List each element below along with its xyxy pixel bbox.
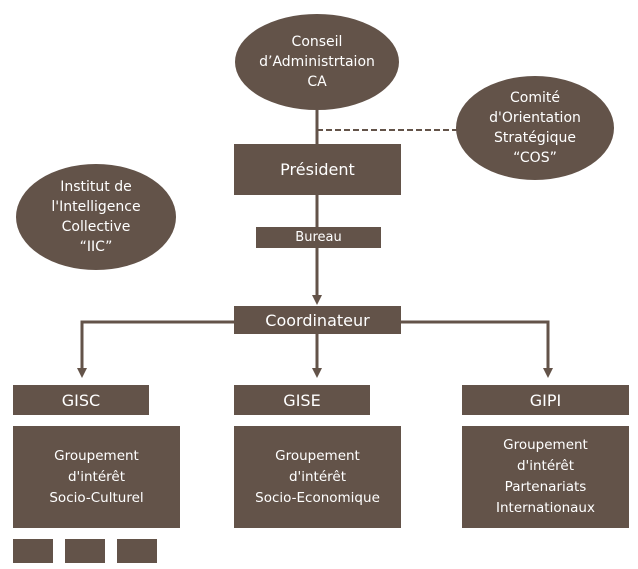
decorative-square-2 — [65, 539, 105, 563]
node-gisc-description: Groupement d'intérêt Socio-Culturel — [13, 426, 180, 528]
iic-line-4: “IIC” — [79, 239, 113, 255]
bureau-label: Bureau — [295, 230, 342, 245]
cos-line-4: “COS” — [513, 150, 557, 166]
node-conseil-administration: Conseil d’Administrtaion CA — [235, 14, 399, 110]
node-institut-intelligence: Institut de l'Intelligence Collective “I… — [16, 164, 176, 270]
connector-coordinateur-gipi — [401, 320, 553, 378]
gisc-desc-line-3: Socio-Culturel — [49, 489, 144, 506]
ca-line-2: d’Administrtaion — [259, 54, 375, 70]
gise-desc-line-3: Socio-Economique — [255, 489, 380, 506]
gipi-desc-line-3: Partenariats — [504, 479, 587, 495]
node-gipi-header: GIPI — [462, 385, 629, 415]
cos-line-3: Stratégique — [494, 130, 576, 146]
ca-line-1: Conseil — [291, 34, 343, 50]
node-gisc-header: GISC — [13, 385, 149, 415]
gipi-desc-line-2: d'intérêt — [516, 458, 575, 474]
node-gise-header: GISE — [234, 385, 370, 415]
cos-line-1: Comité — [510, 90, 560, 106]
gise-label: GISE — [283, 390, 321, 410]
node-president: Président — [234, 144, 401, 195]
gise-desc-line-2: d'intérêt — [288, 468, 347, 485]
president-label: Président — [280, 160, 355, 179]
decorative-square-3 — [117, 539, 157, 563]
decorative-square-1 — [13, 539, 53, 563]
node-gipi-description: Groupement d'intérêt Partenariats Intern… — [462, 426, 629, 528]
gipi-label: GIPI — [529, 390, 562, 410]
gise-desc-line-1: Groupement — [275, 447, 360, 464]
node-gise-description: Groupement d'intérêt Socio-Economique — [234, 426, 401, 528]
cos-line-2: d'Orientation — [489, 110, 581, 126]
ca-line-3: CA — [307, 74, 327, 90]
iic-line-3: Collective — [61, 219, 131, 235]
connector-coordinateur-gisc — [77, 320, 234, 378]
gisc-label: GISC — [61, 390, 101, 410]
gipi-desc-line-4: Internationaux — [496, 500, 595, 516]
coordinateur-label: Coordinateur — [265, 310, 370, 330]
node-bureau: Bureau — [256, 227, 381, 248]
gipi-desc-line-1: Groupement — [503, 437, 588, 453]
node-comite-orientation: Comité d'Orientation Stratégique “COS” — [456, 76, 614, 180]
gisc-desc-line-2: d'intérêt — [67, 468, 126, 485]
node-coordinateur: Coordinateur — [234, 306, 401, 334]
iic-line-1: Institut de — [60, 179, 132, 195]
gisc-desc-line-1: Groupement — [54, 447, 139, 464]
iic-line-2: l'Intelligence — [51, 199, 141, 215]
